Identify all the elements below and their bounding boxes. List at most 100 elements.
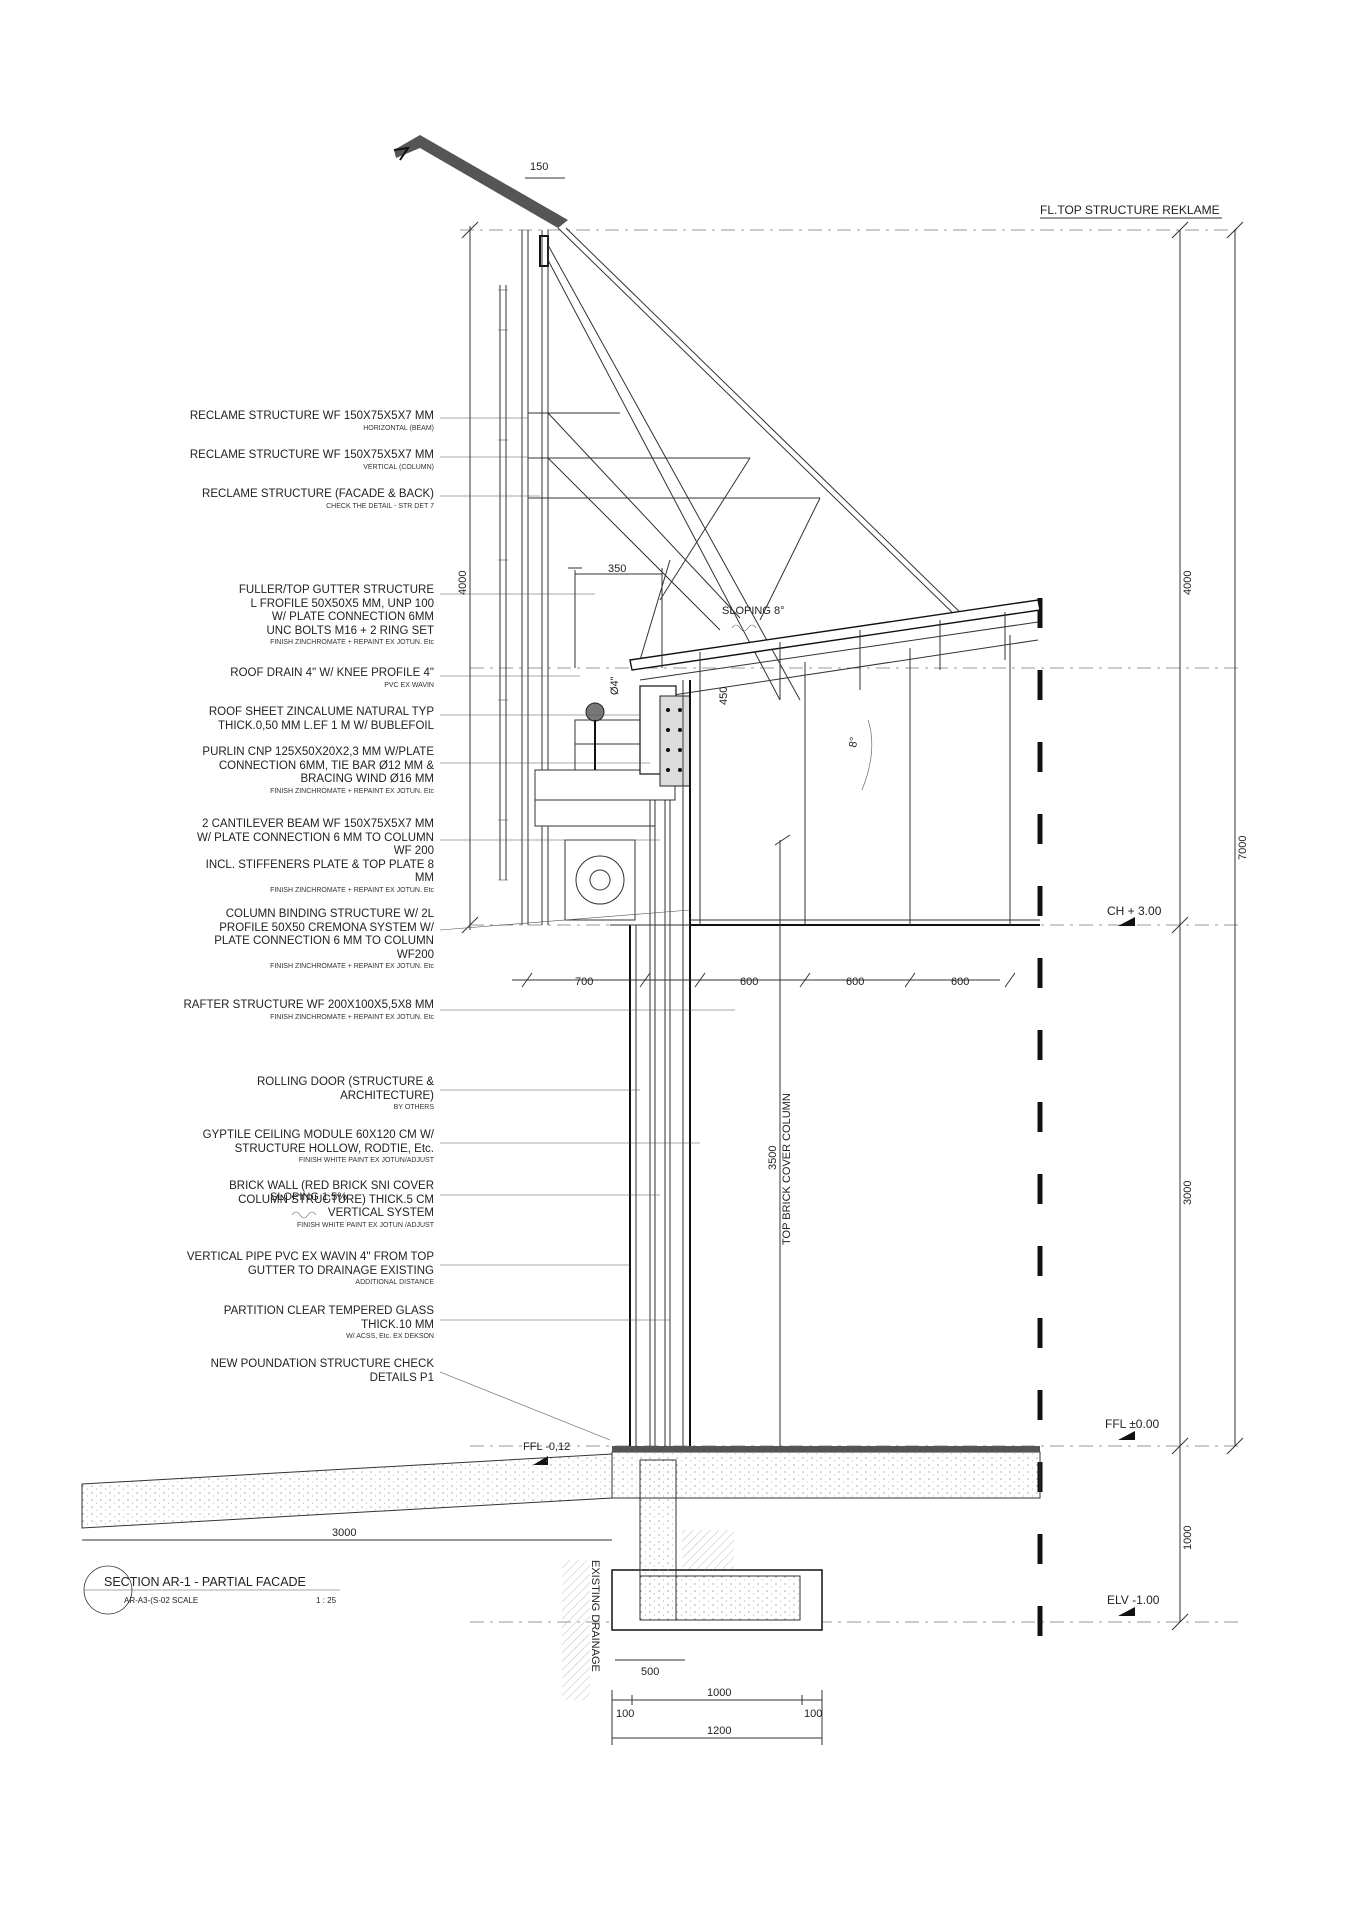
annotation-sub-line: FINISH ZINCHROMATE + REPAINT EX JOTUN. E… [270, 963, 434, 970]
annotation-block: RECLAME STRUCTURE (FACADE & BACK) CHECK T… [202, 488, 434, 511]
annotation-main-line: WF 200 [393, 845, 434, 857]
annotation-main-line: WF200 [396, 948, 434, 961]
annotation-main-line: NEW POUNDATION STRUCTURE CHECK [210, 1358, 434, 1370]
existing-drainage: EXISTING DRAINAGE [589, 1560, 601, 1672]
gutter-assembly: 350 Ø4" 450 [534, 563, 730, 921]
ground-slope: SLOPING 1,5% [270, 1191, 347, 1203]
annotation-main-line: VERTICAL SYSTEM [327, 1207, 434, 1219]
title-block-ref: AR-A3-(S-02 SCALE [124, 1596, 198, 1605]
annotation-main-line: BRACING WIND Ø16 MM [300, 773, 434, 785]
dim-right-total: 7000 [1237, 836, 1249, 860]
dim-brick-col-label: TOP BRICK COVER COLUMN [781, 1093, 793, 1245]
dim-brick-col: 3500 [767, 1146, 779, 1170]
roof: SLOPING 8° 8° [629, 599, 1041, 791]
level-top-structure: FL.TOP STRUCTURE REKLAME [1040, 203, 1220, 217]
ground-slab-outside [81, 1453, 613, 1529]
annotation-main-line: RAFTER STRUCTURE WF 200X100X5,5X8 MM [183, 999, 434, 1011]
dim-bay-600c: 600 [951, 976, 969, 988]
annotation-main-line: MM [414, 872, 434, 884]
dim-ground-3000: 3000 [332, 1527, 356, 1539]
level-markers: FL.TOP STRUCTURE REKLAME CH + 3.00 FFL ±… [523, 203, 1222, 1616]
reclame-cap [394, 135, 568, 228]
top-dimensions: 150 [525, 161, 565, 179]
annotation-sub-line: FINISH ZINCHROMATE + REPAINT EX JOTUN. E… [270, 639, 434, 646]
annotation-sub-line: FINISH ZINCHROMATE + REPAINT EX JOTUN. E… [270, 886, 434, 894]
annotation-main-line: DETAILS P1 [369, 1371, 434, 1384]
annotation-main-line: PROFILE 50X50 CREMONA SYSTEM W/ [219, 921, 434, 934]
annotation-sub-line: VERTICAL (COLUMN) [363, 463, 434, 471]
roof-slope: SLOPING 8° [722, 605, 784, 617]
ground-foundation: SLOPING 1,5% 3000 EXISTING DRAINAGE 500 … [81, 1191, 1041, 1745]
title-block: SECTION AR-1 - PARTIAL FACADE AR-A3-(S-0… [83, 1565, 340, 1615]
annotation-main-line: THICK.0,50 MM L.EF 1 M W/ BUBLEFOIL [218, 719, 434, 732]
annotation-sub-line: FINISH ZINCHROMATE + REPAINT EX JOTUN. E… [270, 787, 434, 795]
annotation-leaders [439, 417, 735, 1441]
level-ffl: FFL ±0.00 [1105, 1417, 1159, 1431]
dim-gutter-depth: 450 [718, 687, 730, 705]
dim-bay-600b: 600 [846, 976, 864, 988]
title-block-scale: 1 : 25 [316, 1596, 337, 1605]
annotation-main-line: RECLAME STRUCTURE WF 150X75X5X7 MM [189, 449, 434, 461]
dim-pipe-dia: Ø4" [609, 676, 621, 695]
annotation-main-line: STRUCTURE HOLLOW, RODTIE, Etc. [234, 1142, 434, 1155]
bay-dimensions: 700 600 600 600 [512, 972, 1016, 988]
dim-found-500: 500 [641, 1666, 659, 1678]
roof-sheet [629, 599, 1041, 671]
annotation-main-line: BRICK WALL (RED BRICK SNI COVER [229, 1180, 434, 1192]
annotation-main-line: PLATE CONNECTION 6 MM TO COLUMN [214, 935, 434, 947]
annotation-main-line: GYPTILE CEILING MODULE 60X120 CM W/ [202, 1129, 434, 1141]
annotation-sub-line: FINISH WHITE PAINT EX JOTUN /ADJUST [296, 1221, 434, 1229]
annotation-main-line: PARTITION CLEAR TEMPERED GLASS [223, 1305, 434, 1317]
level-ffl-outside: FFL -0,12 [523, 1441, 570, 1453]
annotation-main-line: INCL. STIFFENERS PLATE & TOP PLATE 8 [205, 858, 434, 871]
annotation-main-line: ROOF DRAIN 4" W/ KNEE PROFILE 4" [230, 667, 434, 679]
annotation-sub-line: ADDITIONAL DISTANCE [355, 1279, 434, 1286]
annotation-sub-line: HORIZONTAL (BEAM) [363, 424, 434, 432]
annotation-main-line: ROOF SHEET ZINCALUME NATURAL TYP [208, 706, 434, 718]
level-elv: ELV -1.00 [1107, 1593, 1160, 1607]
annotation-block: GYPTILE CEILING MODULE 60X120 CM W/STRUC… [203, 1129, 434, 1165]
dim-found-100b: 100 [804, 1708, 822, 1720]
annotation-main-line: PURLIN CNP 125X50X20X2,3 MM W/PLATE [202, 746, 434, 758]
annotation-block: RAFTER STRUCTURE WF 200X100X5,5X8 MM FINI… [183, 999, 434, 1022]
annotation-block: RECLAME STRUCTURE WF 150X75X5X7 MM VERTIC… [190, 449, 434, 472]
level-ffl-marker [1118, 1431, 1135, 1440]
dim-gutter-width: 350 [608, 563, 626, 575]
level-elv-marker [1118, 1607, 1135, 1616]
dim-right-mid: 3000 [1182, 1181, 1194, 1205]
left-dimension: 4000 [457, 221, 479, 934]
dim-bay-600a: 600 [740, 976, 758, 988]
dim-right-bottom: 1000 [1182, 1526, 1194, 1550]
annotation-main-line: RECLAME STRUCTURE WF 150X75X5X7 MM [189, 410, 434, 422]
dim-left-height: 4000 [457, 571, 469, 595]
annotation-main-line: RECLAME STRUCTURE (FACADE & BACK) [202, 488, 434, 500]
dim-found-1200: 1200 [707, 1725, 731, 1737]
annotation-main-line: W/ PLATE CONNECTION 6MM [271, 611, 434, 623]
right-dimension-chain: 4000 3000 1000 7000 [1171, 221, 1249, 1631]
annotation-main-line: THICK.10 MM [361, 1318, 434, 1331]
level-ch-marker [1118, 917, 1135, 926]
annotation-sub-line: CHECK THE DETAIL - STR DET 7 [326, 502, 434, 510]
annotation-sub-line: FINISH WHITE PAINT EX JOTUN/ADJUST [298, 1157, 434, 1164]
annotation-main-line: W/ PLATE CONNECTION 6 MM TO COLUMN [196, 831, 434, 844]
annotation-main-line: L FROFILE 50X50X5 MM, UNP 100 [250, 597, 434, 610]
annotation-main-line: COLUMN BINDING STRUCTURE W/ 2L [225, 908, 434, 920]
column-wall: 3500 TOP BRICK COVER COLUMN [610, 635, 1040, 1446]
annotation-sub-line: BY OTHERS [393, 1104, 434, 1111]
level-ch: CH + 3.00 [1107, 904, 1162, 918]
dim-right-top: 4000 [1182, 571, 1194, 595]
annotation-sub-line: FINISH ZINCHROMATE + REPAINT EX JOTUN. E… [270, 1013, 434, 1021]
annotation-main-line: COLUMN STRUCTURE) THICK.5 CM [238, 1193, 434, 1206]
annotation-sub-line: W/ ACSS, Etc. EX DEKSON [346, 1333, 434, 1340]
dim-found-1000: 1000 [707, 1687, 731, 1699]
annotation-block: ROLLING DOOR (STRUCTURE &ARCHITECTURE)BY… [257, 1076, 434, 1112]
annotation-main-line: ARCHITECTURE) [340, 1089, 434, 1102]
annotation-block: ROOF DRAIN 4" W/ KNEE PROFILE 4"PVC EX W… [230, 667, 434, 690]
